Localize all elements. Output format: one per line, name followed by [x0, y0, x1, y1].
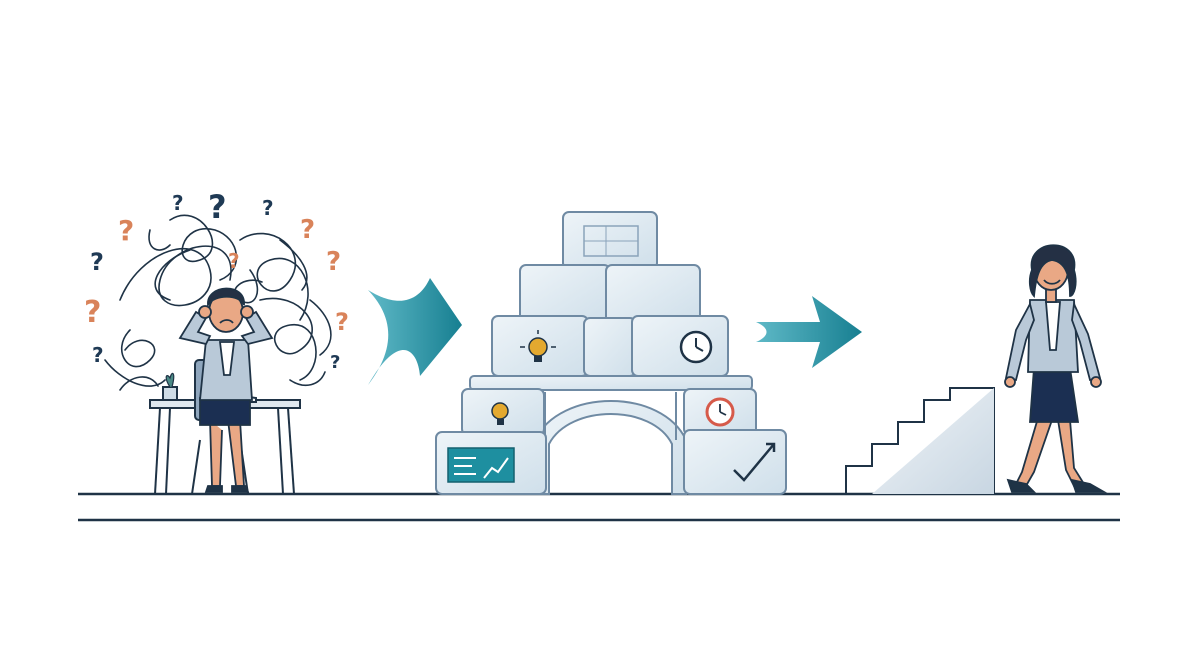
glass-block [519, 264, 611, 324]
curved-arrow-icon [368, 278, 462, 385]
question-mark-icon: ? [92, 343, 104, 367]
question-marks: ? ? ? ? ? ? ? ? ? ? ? ? [84, 188, 349, 373]
question-mark-icon: ? [228, 249, 240, 273]
question-mark-icon: ? [208, 188, 227, 226]
clock-block [631, 315, 729, 377]
idea-block [491, 315, 589, 377]
alarm-clock-block [683, 388, 757, 436]
question-mark-icon: ? [172, 191, 184, 215]
dashboard-block [435, 431, 547, 495]
question-mark-icon: ? [118, 214, 134, 247]
confused-worker-scene: ? ? ? ? ? ? ? ? ? ? ? ? [84, 188, 349, 495]
bridge-deck [469, 375, 753, 391]
right-arrow-icon [756, 296, 862, 368]
glass-block [605, 264, 701, 324]
tangled-thoughts-scribble [104, 214, 332, 391]
trend-up-icon [733, 443, 775, 482]
glass-block [583, 317, 637, 377]
confident-woman [1004, 244, 1108, 493]
lightbulb-icon [491, 402, 509, 420]
question-mark-icon: ? [326, 247, 341, 277]
stairs [845, 387, 995, 495]
lightbulb-icon [528, 337, 548, 357]
question-mark-icon: ? [335, 308, 349, 336]
bridge-arch [534, 400, 687, 495]
question-mark-icon: ? [262, 196, 274, 220]
question-mark-icon: ? [300, 215, 315, 245]
blueprint-block [562, 211, 658, 270]
building-blocks-bridge [435, 211, 787, 495]
question-mark-icon: ? [330, 352, 340, 373]
growth-block [683, 429, 787, 495]
question-mark-icon: ? [90, 248, 104, 276]
confused-woman [178, 287, 274, 493]
idea-block [461, 388, 545, 436]
question-mark-icon: ? [84, 295, 101, 330]
